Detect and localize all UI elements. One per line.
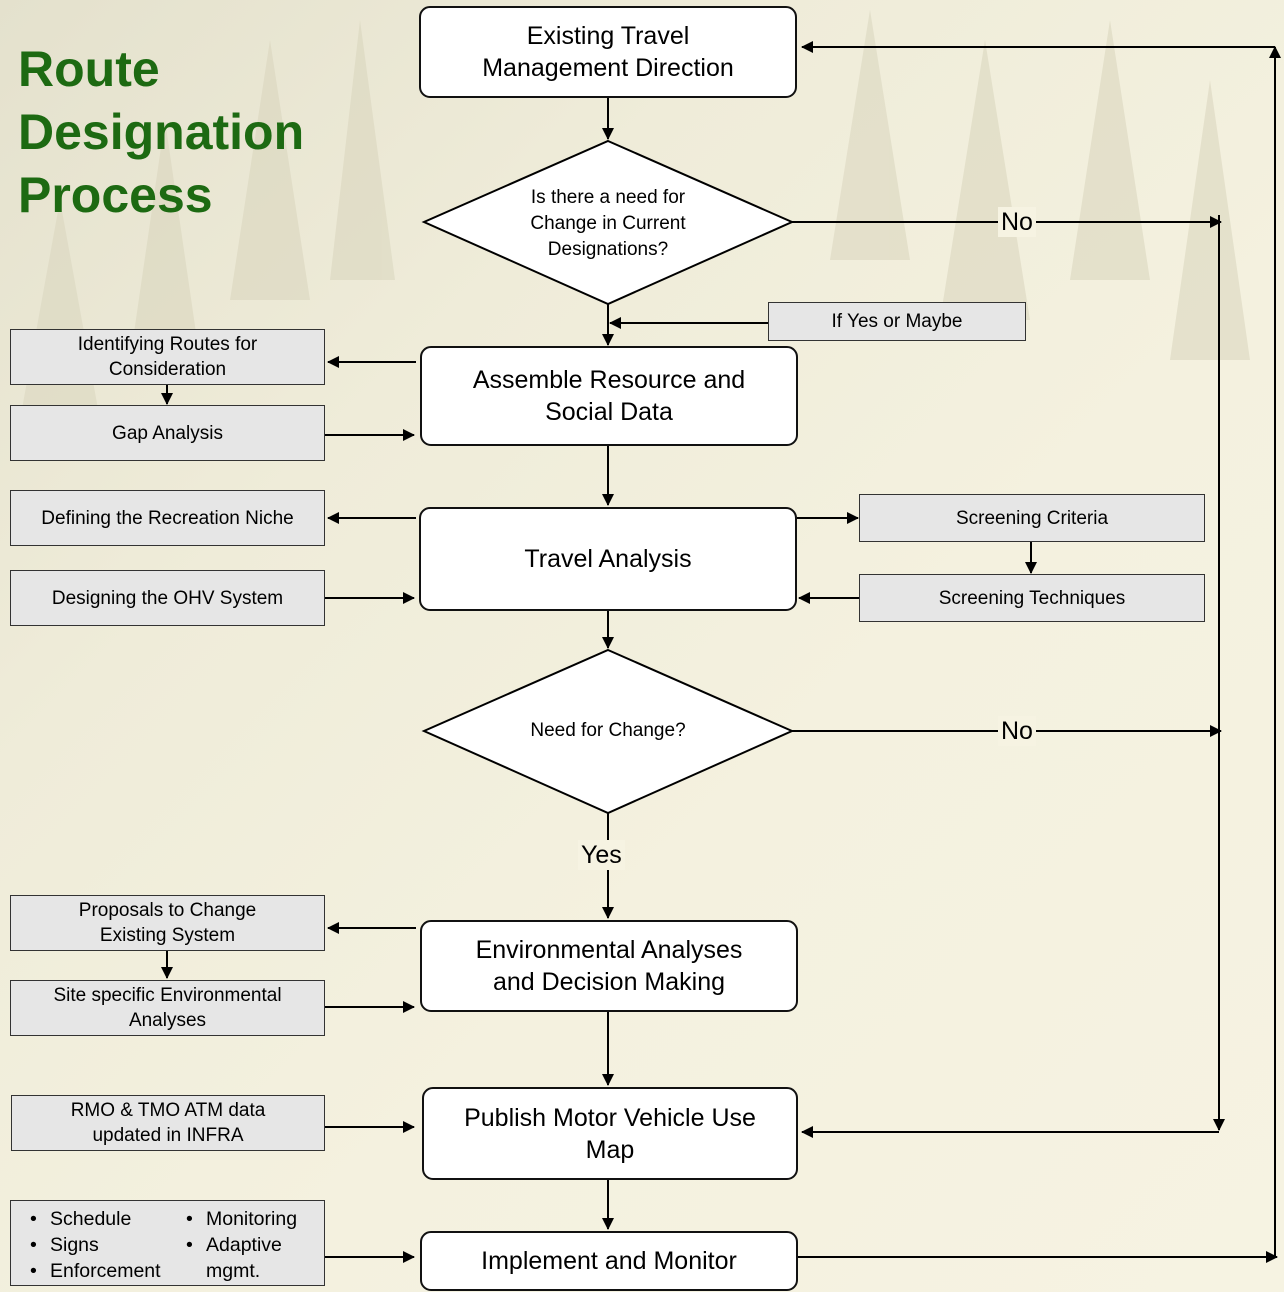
decision-2-text: Need for Change? [530,720,686,741]
screening-criteria-box: Screening Criteria [859,494,1205,542]
title-line: Designation [18,104,305,160]
screening-techniques-box: Screening Techniques [859,574,1205,622]
step-existing-direction: Existing Travel Management Direction [419,6,797,98]
implement-list-right: Monitoring Adaptive mgmt. [182,1206,297,1284]
rmo-tmo-box: RMO & TMO ATM data updated in INFRA [11,1095,325,1151]
decision-1-text: Is there a need for Change in Current De… [530,187,686,260]
no-label-1: No [998,207,1036,237]
identifying-routes-box: Identifying Routes for Consideration [10,329,325,385]
diagram-title: Route Designation Process [18,38,304,227]
step-environmental-analyses: Environmental Analyses and Decision Maki… [420,920,798,1012]
title-line: Process [18,167,213,223]
list-item: Enforcement [26,1258,161,1284]
title-line: Route [18,41,160,97]
list-item: mgmt. [206,1260,261,1282]
no-label-2: No [998,716,1036,746]
step-travel-analysis: Travel Analysis [419,507,797,611]
implement-list-left: Schedule Signs Enforcement [26,1206,161,1284]
list-item: Monitoring [182,1206,297,1232]
step-implement-monitor: Implement and Monitor [420,1231,798,1291]
site-specific-box: Site specific Environmental Analyses [10,980,325,1036]
list-item: Adaptive [182,1232,297,1258]
list-item: Signs [26,1232,161,1258]
gap-analysis-box: Gap Analysis [10,405,325,461]
designing-ohv-box: Designing the OHV System [10,570,325,626]
list-item: Schedule [26,1206,161,1232]
defining-niche-box: Defining the Recreation Niche [10,490,325,546]
proposals-box: Proposals to Change Existing System [10,895,325,951]
if-yes-maybe-box: If Yes or Maybe [768,302,1026,341]
step-assemble-data: Assemble Resource and Social Data [420,346,798,446]
yes-label: Yes [578,840,625,870]
step-publish-mvum: Publish Motor Vehicle Use Map [422,1087,798,1180]
